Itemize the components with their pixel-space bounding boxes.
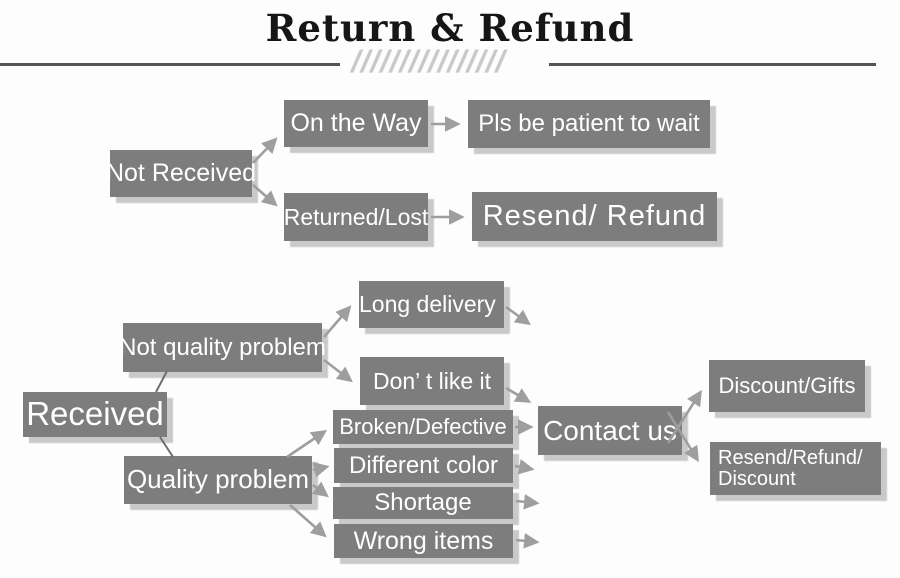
arrow-not-quality-to-long-delivery: [323, 305, 352, 338]
node-quality-problem: Quality problem: [124, 456, 312, 504]
arrow-not-quality-to-dont-like-it: [323, 358, 353, 383]
node-resend-refund-discount-line2: Discount: [718, 467, 796, 490]
divider-line-right: [549, 63, 876, 66]
arrow-quality-to-wrong-items: [289, 504, 327, 538]
node-broken-defective: Broken/Defective: [333, 410, 513, 444]
line-received-to-quality-problem: [159, 436, 174, 458]
node-pls-be-patient: Pls be patient to wait: [468, 100, 710, 148]
arrow-not-received-to-returned-lost: [252, 184, 278, 207]
node-resend-refund-discount: Resend/Refund/ Discount: [710, 442, 881, 495]
node-returned-lost: Returned/Lost: [284, 193, 428, 241]
node-discount-gifts: Discount/Gifts: [709, 360, 865, 412]
node-different-color: Different color: [334, 448, 513, 483]
line-received-to-not-quality-problem: [155, 370, 168, 393]
node-not-quality-problem: Not quality problem: [119, 323, 326, 372]
node-contact-us: Contact us: [538, 406, 682, 455]
arrow-shortage-out: [515, 494, 540, 510]
arrow-quality-to-different-color: [312, 462, 330, 478]
arrow-quality-to-shortage: [311, 481, 329, 498]
page-title: Return & Refund: [265, 6, 635, 50]
node-received: Received: [23, 392, 167, 437]
divider-line-left: [0, 63, 340, 66]
node-shortage: Shortage: [333, 487, 513, 519]
node-on-the-way: On the Way: [284, 100, 428, 147]
node-not-received: Not Received: [106, 150, 256, 197]
node-dont-like-it: Don’ t like it: [360, 357, 504, 405]
divider-hatch-slashes: ////////////////: [347, 44, 511, 79]
node-resend-refund-discount-line1: Resend/Refund/: [718, 446, 863, 469]
arrow-dont-like-it-to-contact-us: [505, 386, 532, 403]
arrow-quality-to-broken-defective: [286, 429, 328, 459]
arrow-wrong-items-out: [515, 533, 540, 549]
node-long-delivery: Long delivery: [359, 281, 504, 328]
arrow-different-color-out: [514, 459, 535, 475]
node-resend-refund: Resend/ Refund: [472, 192, 717, 241]
arrow-not-received-to-on-the-way: [252, 137, 278, 164]
node-wrong-items: Wrong items: [334, 524, 513, 558]
arrow-long-delivery-out: [505, 305, 531, 326]
